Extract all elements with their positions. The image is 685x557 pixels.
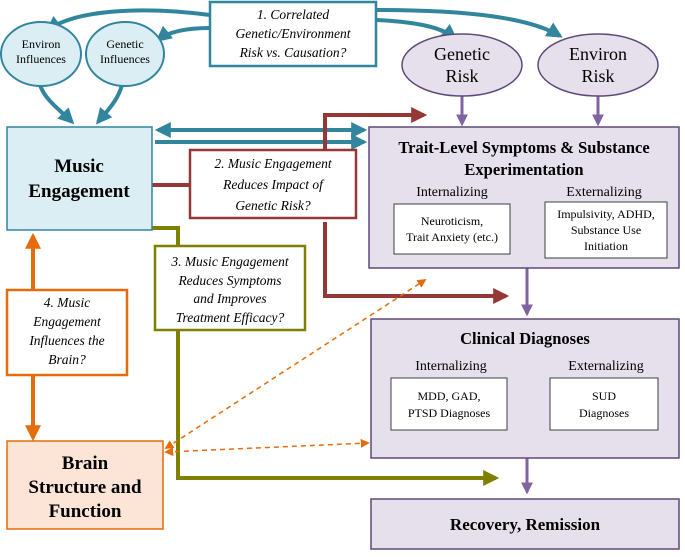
- music-engagement-line-2: Engagement: [28, 181, 130, 202]
- hypothesis-3-line-3: and Improves: [193, 291, 266, 306]
- clinical-internalizing-label: Internalizing: [415, 359, 487, 374]
- arrow-music-to-h3-path: [152, 226, 180, 246]
- genetic-risk-line-1: Genetic: [434, 44, 490, 64]
- music-engagement-line-1: Music: [54, 156, 104, 177]
- hypothesis-1-line-2: Genetic/Environment: [236, 26, 352, 41]
- environ-influences-node: Environ Influences: [0, 21, 82, 87]
- hypothesis-4-line-3: Influences the: [28, 333, 104, 348]
- clinical-externalizing-line-2: Diagnoses: [579, 406, 629, 420]
- trait-title-line-2: Experimentation: [464, 160, 583, 179]
- brain-box: Brain Structure and Function: [6, 440, 164, 530]
- trait-externalizing-line-1: Impulsivity, ADHD,: [557, 207, 655, 221]
- trait-internalizing-label: Internalizing: [416, 185, 488, 200]
- trait-externalizing-line-3: Initiation: [584, 239, 628, 253]
- genetic-influences-line-2: Influences: [100, 52, 150, 66]
- arrow-genetic-influences-to-music: [95, 84, 124, 125]
- hypothesis-1-line-3: Risk vs. Causation?: [239, 45, 347, 60]
- hypothesis-4-line-2: Engagement: [32, 314, 102, 329]
- arrow-h1-to-genetic-influences: [155, 25, 211, 42]
- hypothesis-3-line-2: Reduces Symptoms: [177, 273, 281, 288]
- trait-internalizing-line-1: Neuroticism,: [421, 214, 483, 228]
- trait-internalizing-line-2: Trait Anxiety (etc.): [406, 230, 498, 244]
- hypothesis-1-line-1: 1. Correlated: [257, 7, 329, 22]
- hypothesis-1-box: 1. Correlated Genetic/Environment Risk v…: [208, 0, 378, 68]
- environ-risk-node: Environ Risk: [537, 33, 659, 97]
- clinical-internalizing-line-1: MDD, GAD,: [418, 389, 481, 403]
- hypothesis-2-line-1: 2. Music Engagement: [214, 156, 333, 171]
- music-engagement-box: Music Engagement: [6, 126, 153, 231]
- clinical-externalizing-line-1: SUD: [592, 389, 616, 403]
- hypothesis-4-box: 4. Music Engagement Influences the Brain…: [5, 288, 129, 377]
- brain-line-1: Brain: [62, 453, 109, 474]
- recovery-label: Recovery, Remission: [450, 515, 601, 534]
- trait-title-line-1: Trait-Level Symptoms & Substance: [398, 138, 649, 157]
- environ-risk-line-1: Environ: [569, 44, 627, 64]
- clinical-panel: Clinical Diagnoses Internalizing Externa…: [370, 318, 680, 459]
- environ-risk-line-2: Risk: [581, 66, 614, 86]
- hypothesis-2-box: 2. Music Engagement Reduces Impact of Ge…: [188, 148, 358, 220]
- genetic-risk-node: Genetic Risk: [401, 33, 523, 97]
- arrow-h1-to-environ-risk: [375, 8, 563, 38]
- recovery-box: Recovery, Remission: [370, 498, 680, 550]
- brain-line-3: Function: [49, 501, 122, 522]
- hypothesis-4-line-1: 4. Music: [44, 295, 91, 310]
- environ-influences-line-1: Environ: [22, 37, 61, 51]
- arrow-h1-to-environ-influences: [45, 8, 211, 32]
- genetic-risk-line-2: Risk: [445, 66, 478, 86]
- environ-influences-line-2: Influences: [16, 52, 66, 66]
- trait-externalizing-label: Externalizing: [566, 185, 641, 200]
- hypothesis-2-line-2: Reduces Impact of: [222, 177, 325, 192]
- hypothesis-2-line-3: Genetic Risk?: [235, 198, 311, 213]
- clinical-title: Clinical Diagnoses: [460, 329, 590, 348]
- genetic-influences-line-1: Genetic: [106, 37, 143, 51]
- arrow-brain-clinical-dashed: [164, 438, 370, 457]
- arrow-brain-trait-dashed: [164, 279, 427, 449]
- brain-line-2: Structure and: [28, 477, 142, 498]
- clinical-externalizing-label: Externalizing: [568, 359, 643, 374]
- trait-panel: Trait-Level Symptoms & Substance Experim…: [368, 126, 680, 269]
- genetic-influences-node: Genetic Influences: [85, 21, 165, 87]
- clinical-internalizing-line-2: PTSD Diagnoses: [408, 406, 491, 420]
- hypothesis-3-line-1: 3. Music Engagement: [170, 254, 290, 269]
- hypothesis-3-line-4: Treatment Efficacy?: [176, 310, 285, 325]
- hypothesis-3-box: 3. Music Engagement Reduces Symptoms and…: [153, 244, 307, 332]
- arrow-environ-influences-to-music: [38, 84, 75, 125]
- hypothesis-4-line-4: Brain?: [48, 352, 86, 367]
- trait-externalizing-line-2: Substance Use: [571, 223, 641, 237]
